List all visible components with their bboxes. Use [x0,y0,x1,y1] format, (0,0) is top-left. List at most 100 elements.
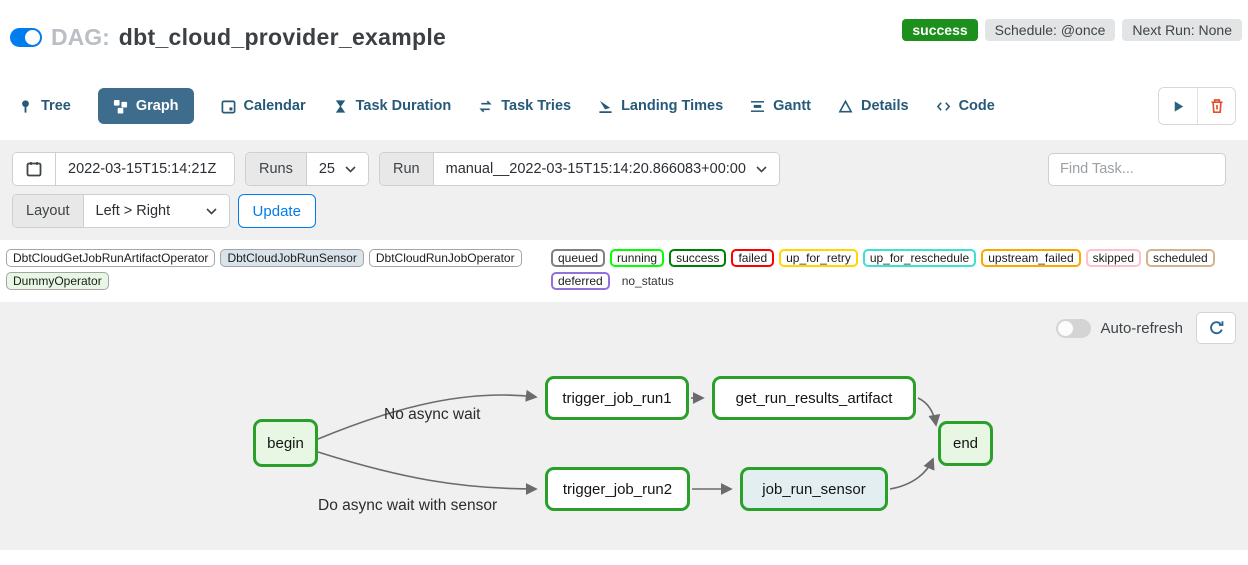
runs-select[interactable]: 25 [306,153,368,185]
operator-badge: DbtCloudJobRunSensor [220,249,364,267]
legend: DbtCloudGetJobRunArtifactOperator DbtClo… [0,240,1248,296]
chevron-down-icon [205,207,217,215]
view-tabbar: Tree Graph Calendar Task Duration Task T… [0,87,1248,125]
tab-label: Details [861,98,909,114]
calendar-addon[interactable] [13,153,56,185]
status-badge-scheduled: scheduled [1146,249,1215,267]
dag-graph-canvas: No async wait Do async wait with sensor … [0,302,1248,550]
task-node-trigger-job-run1[interactable]: trigger_job_run1 [545,376,689,420]
tab-label: Landing Times [621,98,724,114]
runs-label: Runs [246,153,307,185]
base-date-input[interactable]: 2022-03-15T15:14:21Z [56,153,234,185]
landing-icon [599,100,612,113]
status-badge-up-for-retry: up_for_retry [779,249,858,267]
next-run-badge: Next Run: None [1122,19,1242,41]
tab-calendar[interactable]: Calendar [221,98,306,114]
task-node-end[interactable]: end [938,421,993,466]
gantt-icon [751,100,765,112]
tab-tree[interactable]: Tree [18,98,71,114]
status-badge-no-status: no_status [614,272,681,290]
operator-badge: DbtCloudGetJobRunArtifactOperator [6,249,216,267]
tab-label: Gantt [773,98,811,114]
dag-pause-toggle[interactable] [10,27,42,47]
run-label: Run [380,153,434,185]
layout-label: Layout [13,195,84,227]
base-date-group: 2022-03-15T15:14:21Z [12,152,235,186]
auto-refresh-control: Auto-refresh [1056,312,1236,344]
details-icon [838,99,853,112]
edge-begin-run1 [317,389,538,440]
edge-artifact-end [917,397,941,427]
task-node-begin[interactable]: begin [253,419,318,467]
status-badge-running: running [610,249,665,267]
run-value: manual__2022-03-15T15:14:20.866083+00:00 [445,161,746,177]
filter-row-2: Layout Left > Right Update [12,194,1236,228]
trash-icon [1211,99,1222,114]
datepicker-calendar-icon [26,162,42,177]
header-badges: success Schedule: @once Next Run: None [902,19,1242,41]
toggle-knob [1058,320,1074,336]
edge-label: Do async wait with sensor [318,497,498,514]
tab-gantt[interactable]: Gantt [750,98,811,114]
tab-details[interactable]: Details [838,98,909,114]
status-badge-skipped: skipped [1085,249,1141,267]
edge-begin-run2 [317,451,538,495]
page-title: dbt_cloud_provider_example [118,23,447,50]
delete-dag-button[interactable] [1197,88,1235,124]
dag-action-buttons [1158,87,1236,125]
dag-edges [317,389,941,495]
status-badge-deferred: deferred [551,272,610,290]
refresh-button[interactable] [1196,312,1236,344]
run-select[interactable]: manual__2022-03-15T15:14:20.866083+00:00 [433,153,779,185]
operator-badge: DummyOperator [6,272,109,290]
dag-header: DAG: dbt_cloud_provider_example success … [0,0,1248,52]
tab-task-tries[interactable]: Task Tries [478,98,571,114]
refresh-icon [1209,320,1223,334]
repeat-icon [479,100,492,112]
graph-icon [113,99,127,114]
status-badge-up-for-reschedule: up_for_reschedule [862,249,977,267]
runs-value: 25 [318,161,335,177]
edge-sensor-end [889,457,935,490]
task-node-get-run-results-artifact[interactable]: get_run_results_artifact [712,376,916,420]
operator-legend: DbtCloudGetJobRunArtifactOperator DbtClo… [6,249,551,290]
runs-group: Runs 25 [245,152,369,186]
status-badge-success: success [669,249,727,267]
tab-graph[interactable]: Graph [97,88,194,124]
tab-label: Calendar [243,98,306,114]
tab-label: Tree [41,98,71,114]
operator-badge: DbtCloudRunJobOperator [368,249,522,267]
schedule-badge: Schedule: @once [984,19,1116,41]
status-badge-upstream-failed: upstream_failed [981,249,1081,267]
tab-code[interactable]: Code [936,98,995,114]
trigger-dag-button[interactable] [1159,88,1197,124]
hourglass-icon [335,99,345,113]
dag-prefix-label: DAG: [51,23,110,50]
chevron-down-icon [756,165,767,173]
tab-label: Task Tries [501,98,572,114]
layout-value: Left > Right [95,203,171,219]
tree-icon [22,99,29,113]
edge-label: No async wait [384,406,481,423]
code-icon [936,101,950,111]
status-badge: success [902,19,978,41]
task-node-trigger-job-run2[interactable]: trigger_job_run2 [545,467,690,511]
update-button[interactable]: Update [237,194,316,228]
tab-label: Task Duration [355,98,452,114]
chevron-down-icon [345,165,356,173]
calendar-icon [221,100,235,113]
run-group: Run manual__2022-03-15T15:14:20.866083+0… [379,152,780,186]
layout-select[interactable]: Left > Right [83,195,229,227]
auto-refresh-toggle[interactable] [1056,318,1092,338]
play-icon [1174,100,1183,112]
graph-filter-panel: 2022-03-15T15:14:21Z Runs 25 Run manual_… [0,140,1248,240]
status-legend: queued running success failed up_for_ret… [551,249,1215,290]
task-node-job-run-sensor[interactable]: job_run_sensor [740,467,888,511]
tab-landing-times[interactable]: Landing Times [598,98,723,114]
auto-refresh-label: Auto-refresh [1100,319,1183,337]
tab-label: Graph [135,98,179,114]
status-badge-failed: failed [731,249,775,267]
find-task-input[interactable] [1048,152,1226,186]
tab-task-duration[interactable]: Task Duration [333,98,452,114]
layout-group: Layout Left > Right [12,194,230,228]
